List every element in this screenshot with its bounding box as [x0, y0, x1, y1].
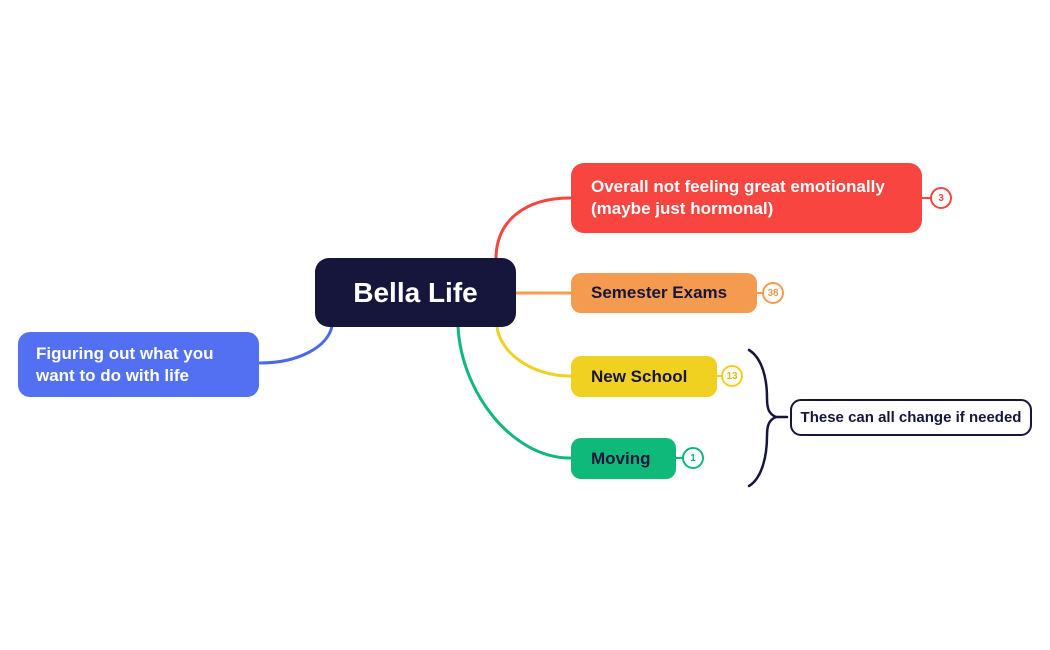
node-semester-exams[interactable]: Semester Exams	[571, 273, 757, 313]
group-note-label: These can all change if needed	[800, 409, 1022, 426]
node-bella-life[interactable]: Bella Life	[315, 258, 516, 327]
badge-not-feeling-great-count[interactable]: 3	[930, 187, 952, 209]
group-note[interactable]: These can all change if needed	[790, 399, 1032, 436]
node-semester-exams-label: Semester Exams	[591, 283, 728, 302]
node-not-feeling-great-label: Overall not feeling great emotionally (m…	[591, 176, 885, 218]
node-moving[interactable]: Moving	[571, 438, 676, 479]
badge-semester-exams-count[interactable]: 38	[762, 282, 784, 304]
node-new-school-label: New School	[591, 366, 688, 386]
node-new-school[interactable]: New School	[571, 356, 717, 397]
node-bella-life-label: Bella Life	[353, 276, 478, 308]
connector-emotional	[494, 196, 572, 261]
node-figuring-out-life[interactable]: Figuring out what you want to do with li…	[18, 332, 259, 397]
group-brace	[747, 348, 780, 488]
connector-moving	[456, 324, 572, 460]
connector-figuring	[258, 324, 334, 365]
node-figuring-out-life-label: Figuring out what you want to do with li…	[36, 343, 214, 385]
badge-new-school-count[interactable]: 13	[721, 365, 743, 387]
node-moving-label: Moving	[591, 448, 651, 468]
connector-school	[495, 324, 572, 378]
node-not-feeling-great[interactable]: Overall not feeling great emotionally (m…	[571, 163, 922, 233]
badge-moving-count[interactable]: 1	[682, 447, 704, 469]
